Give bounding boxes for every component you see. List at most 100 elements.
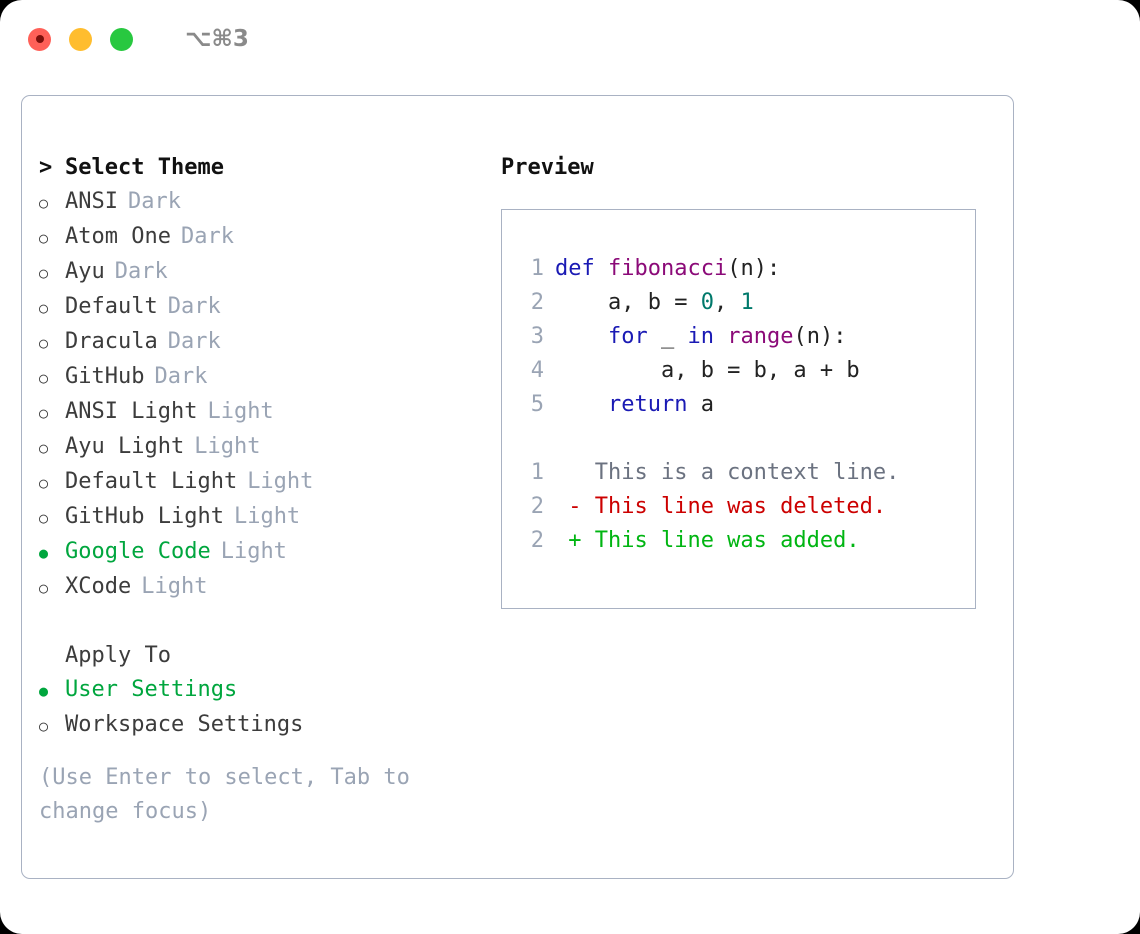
minimize-window-button[interactable] — [69, 27, 92, 51]
code-token-plain: a, b = — [555, 290, 701, 315]
code-token-plain: (n): — [727, 256, 781, 281]
theme-option-label: ANSI — [65, 189, 118, 214]
theme-option-kind: Dark — [154, 364, 208, 389]
apply-to-title: Apply To — [65, 643, 171, 668]
radio-unselected-icon — [39, 185, 65, 220]
apply-to-option-label: User Settings — [65, 677, 238, 702]
window-controls — [28, 27, 133, 51]
code-line-text: return a — [555, 388, 714, 422]
theme-option-label: Default Light — [65, 469, 238, 494]
apply-to-marker-placeholder — [39, 639, 65, 673]
keyboard-hint-text: (Use Enter to select, Tab to change focu… — [39, 765, 410, 824]
code-diff-gap — [518, 422, 975, 456]
theme-option-kind: Dark — [114, 259, 168, 284]
theme-option-kind: Light — [207, 399, 274, 424]
theme-option-label: Ayu — [65, 259, 105, 284]
maximize-window-button[interactable] — [110, 27, 133, 51]
code-token-kw: return — [607, 392, 688, 417]
keyboard-shortcut-label: ⌥⌘3 — [185, 26, 249, 52]
line-number: 4 — [530, 358, 544, 383]
select-theme-header: > Select Theme — [39, 151, 479, 185]
radio-selected-icon — [39, 673, 65, 708]
line-number: 2 — [530, 290, 544, 315]
theme-option-dracula[interactable]: Dracula Dark — [39, 325, 479, 360]
diff-line-number: 2 — [530, 494, 544, 519]
code-line: 2 a, b = 0, 1 — [518, 286, 975, 320]
radio-unselected-icon — [39, 570, 65, 605]
apply-to-option-label: Workspace Settings — [65, 712, 304, 737]
theme-option-label: GitHub Light — [65, 504, 224, 529]
radio-unselected-icon — [39, 290, 65, 325]
line-number: 5 — [530, 392, 544, 417]
radio-unselected-icon — [39, 500, 65, 535]
theme-option-kind: Light — [247, 469, 314, 494]
code-line: 5 return a — [518, 388, 975, 422]
theme-option-label: GitHub — [65, 364, 145, 389]
diff-line-text-ctx: This is a context line. — [555, 460, 900, 485]
theme-option-label: Google Code — [65, 539, 211, 564]
theme-option-label: XCode — [65, 574, 132, 599]
radio-unselected-icon — [39, 708, 65, 743]
select-theme-title: Select Theme — [65, 155, 224, 180]
code-line-text: a, b = 0, 1 — [555, 286, 754, 320]
line-number: 1 — [530, 256, 544, 281]
diff-sample: 1 This is a context line. 2 - This line w… — [518, 456, 975, 558]
code-token-kw: in — [687, 324, 714, 349]
theme-option-ayu[interactable]: Ayu Dark — [39, 255, 479, 290]
code-token-plain — [555, 324, 608, 349]
diff-line-text-add: + This line was added. — [555, 528, 860, 553]
theme-option-kind: Light — [194, 434, 261, 459]
code-line: 3 for _ in range(n): — [518, 320, 975, 354]
code-token-plain — [714, 324, 727, 349]
code-line: 1 def fibonacci(n): — [518, 252, 975, 286]
code-token-plain: a — [687, 392, 714, 417]
theme-option-label: Ayu Light — [65, 434, 185, 459]
theme-option-kind: Dark — [167, 329, 221, 354]
radio-unselected-icon — [39, 220, 65, 255]
code-line-text: def fibonacci(n): — [555, 252, 780, 286]
title-bar: ⌥⌘3 — [0, 0, 1140, 78]
code-token-kw: def — [555, 256, 608, 281]
code-token-fn: range — [727, 324, 794, 349]
theme-selector-column: > Select Theme ANSIDarkAtom OneDarkAyuDa… — [39, 151, 479, 743]
code-line: 4 a, b = b, a + b — [518, 354, 975, 388]
radio-unselected-icon — [39, 465, 65, 500]
close-window-button[interactable] — [28, 27, 51, 51]
code-token-plain: a, b = b, a + b — [555, 358, 860, 383]
code-token-num: 1 — [740, 290, 754, 315]
diff-line-number: 2 — [530, 528, 544, 553]
diff-line: 1 This is a context line. — [518, 456, 975, 490]
radio-unselected-icon — [39, 325, 65, 360]
code-token-plain: , — [713, 290, 741, 315]
code-line-text: a, b = b, a + b — [555, 354, 860, 388]
apply-to-option-user-settings[interactable]: User Settings — [39, 673, 479, 708]
theme-option-kind: Dark — [167, 294, 221, 319]
theme-option-ayu-light[interactable]: Ayu Light Light — [39, 430, 479, 465]
theme-option-ansi-light[interactable]: ANSI Light Light — [39, 395, 479, 430]
line-number: 3 — [530, 324, 544, 349]
preview-title: Preview — [501, 155, 594, 180]
radio-unselected-icon — [39, 430, 65, 465]
theme-option-kind: Light — [233, 504, 301, 529]
apply-to-header: Apply To — [39, 639, 479, 673]
diff-line-number: 1 — [530, 460, 544, 485]
diff-line-text-del: - This line was deleted. — [555, 494, 887, 519]
radio-unselected-icon — [39, 360, 65, 395]
apply-to-option-workspace-settings[interactable]: Workspace Settings — [39, 708, 479, 743]
theme-option-github-light[interactable]: GitHub Light Light — [39, 500, 479, 535]
theme-list: ANSIDarkAtom OneDarkAyuDarkDefaultDarkDr… — [39, 185, 479, 605]
theme-option-default-light[interactable]: Default Light Light — [39, 465, 479, 500]
theme-option-label: ANSI Light — [65, 399, 198, 424]
code-token-plain — [555, 392, 608, 417]
theme-option-github[interactable]: GitHub Dark — [39, 360, 479, 395]
theme-option-label: Dracula — [65, 329, 158, 354]
